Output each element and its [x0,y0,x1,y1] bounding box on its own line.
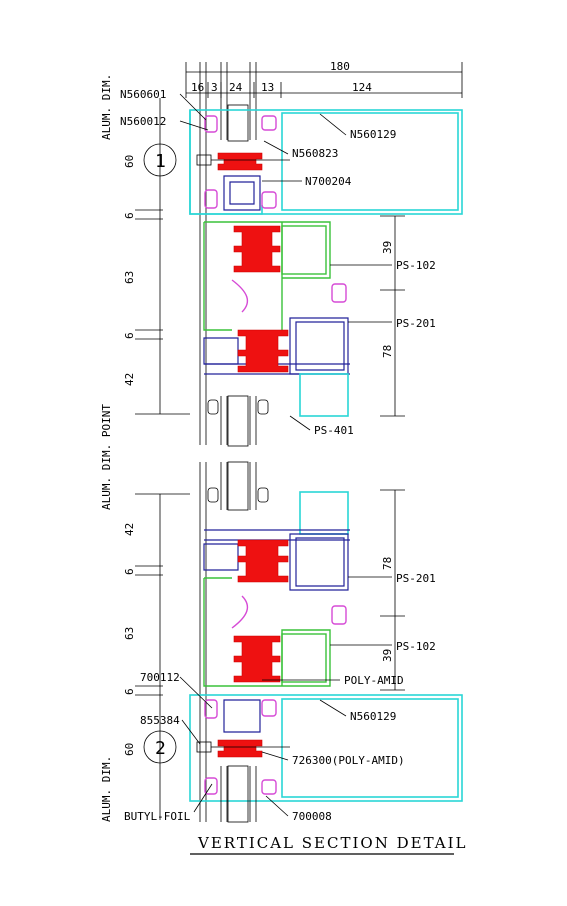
dim-left-6b-top: 6 [123,332,136,339]
frame-profile-bottom [189,694,463,802]
dim-top-16: 16 [191,81,204,94]
right-dimension-axis: 39 78 78 39 [380,215,405,691]
side-label-alum-dim-bottom: ALUM. DIM. [100,756,113,822]
callout-n560129-bot: N560129 [350,710,396,723]
dim-left-63-top: 63 [123,271,136,284]
section-marker-2: 2 [155,738,166,759]
left-dimension-axis: 60 6 63 6 42 42 6 63 6 60 [123,98,190,820]
callout-855384: 855384 [140,714,180,727]
dim-top-3: 3 [211,81,218,94]
dim-top-124: 124 [352,81,372,94]
dim-left-42-bot: 42 [123,523,136,536]
bottom-assembly: 2 [143,461,463,823]
dim-right-39-top: 39 [381,241,394,254]
callout-poly-amid: POLY-AMID [344,674,404,687]
callout-butyl-foil: BUTYL-FOIL [124,810,191,823]
callout-726300: 726300(POLY-AMID) [292,754,405,767]
dim-left-42-top: 42 [123,373,136,386]
dim-right-78-top: 78 [381,345,394,358]
top-assembly: 1 [143,62,463,447]
dim-left-6a-top: 6 [123,212,136,219]
gasket-top-left [204,115,218,133]
dim-left-63-bot: 63 [123,627,136,640]
callout-700112: 700112 [140,671,180,684]
side-label-alum-dim-top: ALUM. DIM. [100,74,113,140]
callouts: N560601 N560012 N560129 N560823 N700204 … [120,88,436,823]
callout-n560823: N560823 [292,147,338,160]
top-dimension-chain: 180 16 3 24 13 124 [185,60,463,98]
dim-right-39-bot: 39 [381,649,394,662]
dim-right-78-bot: 78 [381,557,394,570]
callout-ps201-bot: PS-201 [396,572,436,585]
dim-left-60-bot: 60 [123,743,136,756]
dim-left-60-top: 60 [123,155,136,168]
dim-top-13: 13 [261,81,274,94]
callout-ps102-top: PS-102 [396,259,436,272]
callout-n560012: N560012 [120,115,166,128]
callout-n560129-top: N560129 [350,128,396,141]
side-label-alum-dim-point: ALUM. DIM. POINT [100,404,113,510]
thermal-break-top [217,152,263,171]
callout-ps401: PS-401 [314,424,354,437]
dim-left-6a-bot: 6 [123,568,136,575]
callout-700008: 700008 [292,810,332,823]
dim-left-6b-bot: 6 [123,688,136,695]
drawing-title: VERTICAL SECTION DETAIL [197,834,467,852]
section-marker-1: 1 [155,151,166,172]
callout-ps102-bot: PS-102 [396,640,436,653]
dim-top-24: 24 [229,81,243,94]
callout-n700204: N700204 [305,175,352,188]
dim-top-total: 180 [330,60,350,73]
callout-ps201-top: PS-201 [396,317,436,330]
callout-n560601: N560601 [120,88,166,101]
